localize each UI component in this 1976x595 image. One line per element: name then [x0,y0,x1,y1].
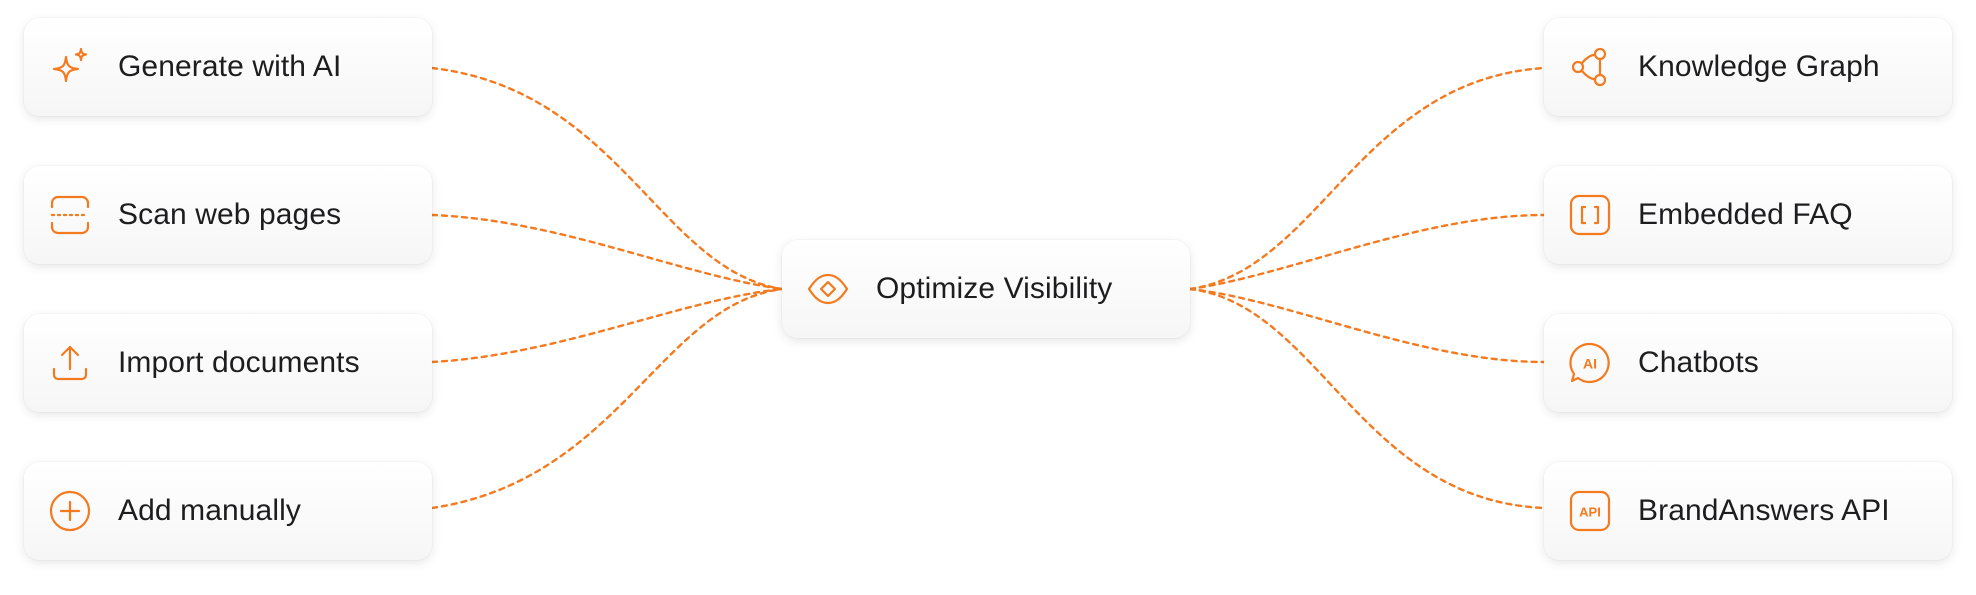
output-embedded-faq[interactable]: Embedded FAQ [1544,166,1952,264]
hub-optimize-visibility[interactable]: Optimize Visibility [782,240,1190,338]
embed-brackets-icon [1568,193,1612,237]
output-label: BrandAnswers API [1638,494,1890,527]
connector-brandanswers-api [1188,287,1546,510]
connector-knowledge-graph [1188,66,1546,291]
source-label: Scan web pages [118,198,342,231]
eye-diamond-icon [806,267,850,311]
upload-icon [48,341,92,385]
ai-chat-bubble-icon: AI [1568,341,1612,385]
output-label: Embedded FAQ [1638,198,1853,231]
source-label: Generate with AI [118,50,342,83]
ai-icon-text: AI [1583,356,1597,372]
connector-embedded-faq [1188,213,1546,291]
source-label: Import documents [118,346,360,379]
output-knowledge-graph[interactable]: Knowledge Graph [1544,18,1952,116]
graph-nodes-icon [1568,45,1612,89]
output-brandanswers-api[interactable]: API BrandAnswers API [1544,462,1952,560]
output-chatbots[interactable]: AI Chatbots [1544,314,1952,412]
sparkle-icon [48,45,92,89]
api-badge-icon: API [1568,489,1612,533]
output-label: Knowledge Graph [1638,50,1880,83]
connector-generate-with-ai [430,66,784,291]
output-label: Chatbots [1638,346,1759,379]
plus-circle-icon [48,489,92,533]
source-generate-with-ai[interactable]: Generate with AI [24,18,432,116]
hub-label: Optimize Visibility [876,272,1113,305]
connector-import-documents [430,287,784,364]
connector-add-manually [430,287,784,510]
source-label: Add manually [118,494,301,527]
connector-scan-web-pages [430,213,784,291]
source-scan-web-pages[interactable]: Scan web pages [24,166,432,264]
scan-icon [48,193,92,237]
connector-chatbots [1188,287,1546,364]
source-import-documents[interactable]: Import documents [24,314,432,412]
api-icon-text: API [1579,505,1601,520]
source-add-manually[interactable]: Add manually [24,462,432,560]
